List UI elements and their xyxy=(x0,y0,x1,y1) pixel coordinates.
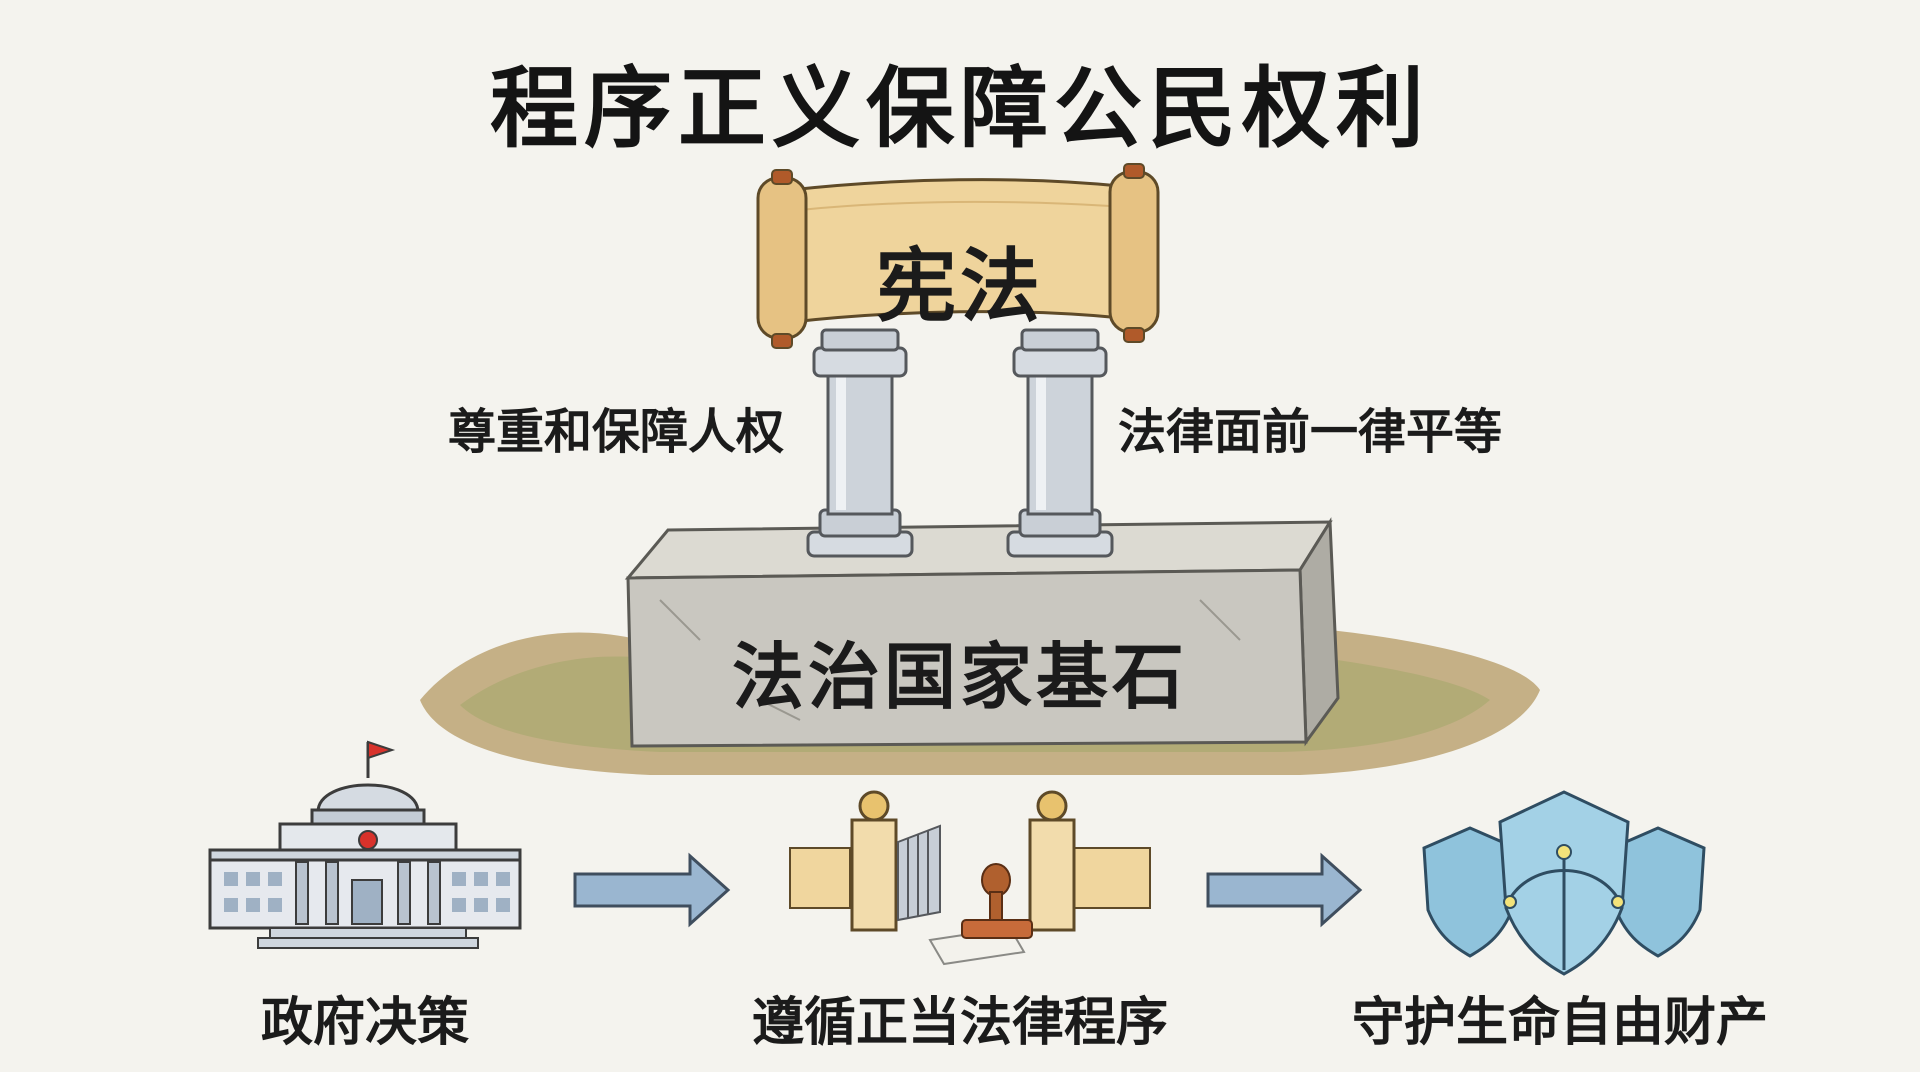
right-pillar xyxy=(1006,328,1114,558)
constitution-scroll xyxy=(756,163,1160,349)
foundation-text: 法治国家基石 xyxy=(731,635,1188,719)
gate-and-seal-icon xyxy=(789,790,1151,966)
step-label-government-decision: 政府决策 xyxy=(260,993,469,1053)
government-building-icon xyxy=(208,740,522,949)
left-pillar-label: 尊重和保障人权 xyxy=(448,404,785,460)
arrow-right-icon xyxy=(573,852,731,928)
left-pillar xyxy=(806,328,914,558)
step-label-due-process: 遵循正当法律程序 xyxy=(751,993,1168,1053)
arrow-right-icon xyxy=(1206,852,1363,928)
step-label-protect-rights: 守护生命自由财产 xyxy=(1351,993,1768,1053)
shields-icon xyxy=(1422,790,1706,976)
scroll-text: 宪法 xyxy=(876,240,1044,333)
right-pillar-label: 法律面前一律平等 xyxy=(1118,404,1503,460)
page-title: 程序正义保障公民权利 xyxy=(489,57,1430,160)
foundation-stone xyxy=(624,517,1340,748)
